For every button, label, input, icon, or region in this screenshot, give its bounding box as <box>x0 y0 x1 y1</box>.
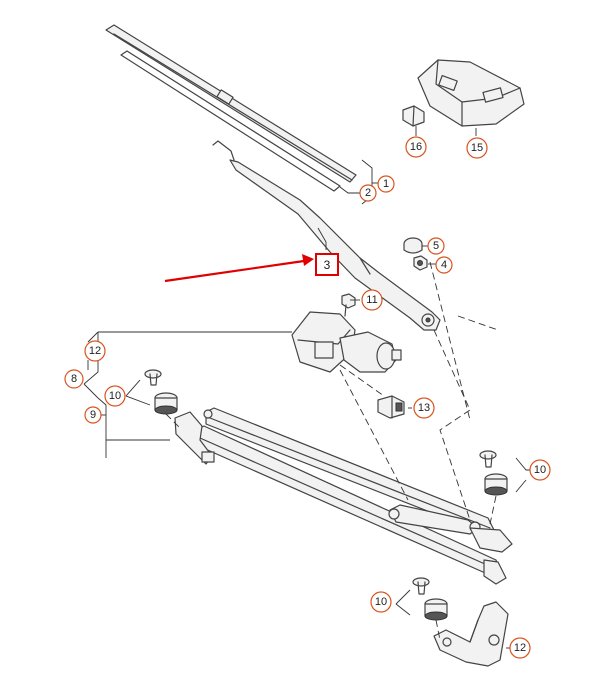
pointer-arrow <box>164 254 314 283</box>
svg-text:12: 12 <box>514 642 526 654</box>
cap <box>403 237 423 254</box>
module-15 <box>417 59 525 127</box>
svg-text:8: 8 <box>71 373 77 385</box>
svg-text:9: 9 <box>90 409 96 421</box>
nut <box>413 255 428 271</box>
leader-lines <box>83 126 530 649</box>
svg-text:2: 2 <box>365 187 371 199</box>
wiper-blade <box>105 24 357 192</box>
wiper-linkage <box>174 407 513 585</box>
grommet-bottom <box>412 577 448 621</box>
callout-15: 15 <box>466 137 488 159</box>
svg-text:10: 10 <box>375 596 387 608</box>
wiper-motor <box>291 304 402 373</box>
svg-text:11: 11 <box>366 294 377 306</box>
svg-text:16: 16 <box>410 141 422 153</box>
svg-text:12: 12 <box>89 345 101 357</box>
bracket-12 <box>433 601 509 667</box>
highlight-label: 3 <box>324 258 331 272</box>
callout-4: 4 <box>435 256 453 274</box>
callout-8: 8 <box>64 369 84 389</box>
callout-1: 1 <box>377 175 395 193</box>
callout-16: 16 <box>405 136 427 158</box>
svg-text:10: 10 <box>534 464 546 476</box>
svg-text:1: 1 <box>383 178 389 190</box>
callout-13: 13 <box>413 397 435 419</box>
callout-10-right: 10 <box>529 459 551 481</box>
plug-16 <box>402 105 425 127</box>
svg-text:15: 15 <box>471 142 483 154</box>
callout-11: 11 <box>361 289 383 311</box>
callout-12-bottom: 12 <box>509 637 531 659</box>
connector-13 <box>377 395 405 419</box>
callout-2: 2 <box>359 184 377 202</box>
nut-11 <box>341 293 356 309</box>
wiper-arm <box>212 140 441 331</box>
callout-5: 5 <box>427 237 445 255</box>
callout-10-left: 10 <box>104 385 126 407</box>
callout-10-bottom: 10 <box>370 591 392 613</box>
grommet-right <box>479 450 508 496</box>
callout-9: 9 <box>84 406 102 424</box>
svg-text:4: 4 <box>441 259 447 271</box>
svg-text:13: 13 <box>418 402 430 414</box>
svg-text:10: 10 <box>109 390 121 402</box>
assembly-dash-lines <box>165 261 499 641</box>
svg-text:5: 5 <box>433 240 439 252</box>
highlighted-part-3: 3 <box>315 253 339 276</box>
callout-12-left: 12 <box>84 340 106 362</box>
grommet-left <box>144 369 178 415</box>
